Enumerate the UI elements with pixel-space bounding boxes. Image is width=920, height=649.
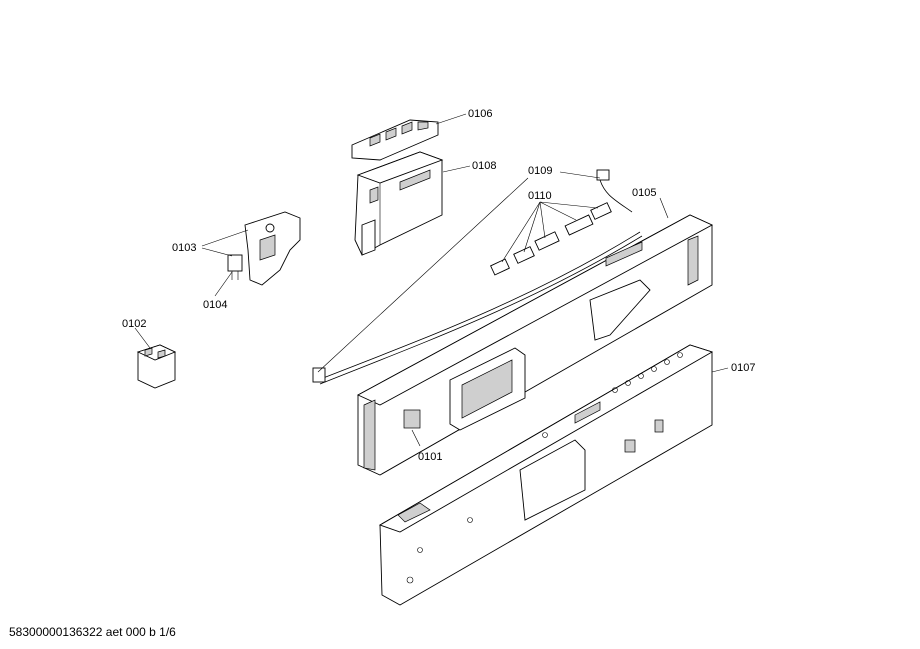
- label-0108: 0108: [472, 160, 496, 172]
- part-0108-control-module[interactable]: [354, 151, 444, 256]
- drawing-number: 58300000136322 aet 000 b 1/6: [9, 625, 176, 639]
- part-0110-connectors[interactable]: [490, 202, 612, 276]
- label-0101: 0101: [418, 451, 442, 463]
- leader-lines: [134, 113, 729, 447]
- part-0103-switch[interactable]: [244, 211, 301, 286]
- part-0104-capacitor[interactable]: [227, 254, 243, 280]
- label-0110: 0110: [528, 190, 552, 202]
- label-0103: 0103: [172, 242, 196, 254]
- label-0106: 0106: [468, 108, 492, 120]
- part-0109-wire-harness[interactable]: [312, 169, 643, 385]
- label-0104: 0104: [203, 299, 227, 311]
- part-0106-button-strip[interactable]: [351, 119, 439, 161]
- part-0105-facia-panel[interactable]: [356, 214, 714, 476]
- part-0102-relay[interactable]: [136, 344, 177, 389]
- label-0109: 0109: [528, 165, 552, 177]
- part-0107-inner-panel[interactable]: [378, 344, 714, 606]
- label-0105: 0105: [632, 187, 656, 199]
- label-0107: 0107: [731, 362, 755, 374]
- label-0102: 0102: [122, 318, 146, 330]
